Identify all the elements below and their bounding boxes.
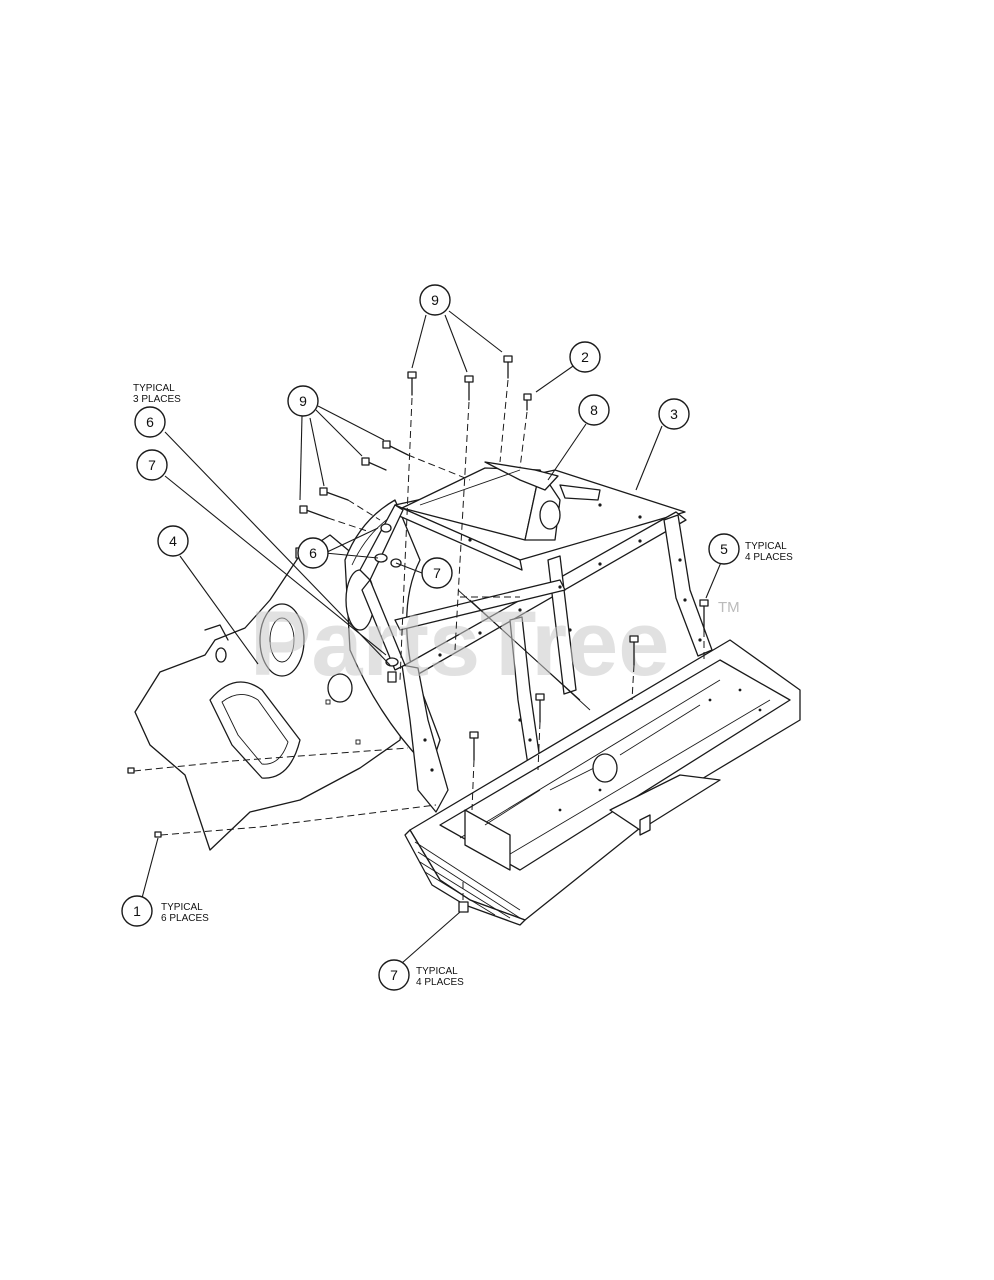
assembly-lines xyxy=(133,379,705,900)
callout-6-left: 6 xyxy=(134,406,166,438)
bolt xyxy=(629,635,639,666)
watermark-tm: TM xyxy=(718,599,740,616)
svg-text:9: 9 xyxy=(299,393,307,409)
note-6-line2: 3 PLACES xyxy=(133,394,181,405)
front-pan xyxy=(404,639,801,926)
note-7-line1: TYPICAL xyxy=(416,966,458,977)
note-6-line1: TYPICAL xyxy=(133,383,175,394)
bolt xyxy=(523,393,532,411)
svg-text:3: 3 xyxy=(670,406,678,422)
notes: TYPICAL 3 PLACES TYPICAL 4 PLACES TYPICA… xyxy=(133,383,793,988)
bolt xyxy=(503,355,513,379)
svg-text:6: 6 xyxy=(309,545,317,561)
callout-7-left: 7 xyxy=(136,449,168,481)
bolt xyxy=(299,505,329,519)
leader-lines xyxy=(141,310,723,964)
bolt xyxy=(382,440,409,456)
note-1-line1: TYPICAL xyxy=(161,902,203,913)
note-5-line2: 4 PLACES xyxy=(745,552,793,563)
bolt xyxy=(464,375,474,401)
bolt xyxy=(535,693,545,723)
watermark-text: PartsTree xyxy=(250,593,669,695)
bolt xyxy=(361,457,387,471)
callouts: 9 2 9 8 3 6 7 4 6 7 5 1 7 xyxy=(121,284,740,991)
fasteners xyxy=(127,355,709,913)
bolt xyxy=(319,487,349,501)
svg-text:8: 8 xyxy=(590,402,598,418)
callout-7-mid: 7 xyxy=(421,557,453,589)
svg-text:9: 9 xyxy=(431,292,439,308)
svg-text:6: 6 xyxy=(146,414,154,430)
note-5-line1: TYPICAL xyxy=(745,541,787,552)
callout-6-mid: 6 xyxy=(297,537,329,569)
callout-2: 2 xyxy=(569,341,601,373)
svg-text:7: 7 xyxy=(390,967,398,983)
side-panel-part-4 xyxy=(134,534,406,851)
rear-bracket-part-8 xyxy=(401,461,601,541)
svg-text:7: 7 xyxy=(433,565,441,581)
bolt xyxy=(407,371,417,396)
callout-9-left: 9 xyxy=(287,385,319,417)
svg-text:5: 5 xyxy=(720,541,728,557)
note-1-line2: 6 PLACES xyxy=(161,913,209,924)
callout-3: 3 xyxy=(658,398,690,430)
svg-text:1: 1 xyxy=(133,903,141,919)
bolt xyxy=(469,731,479,761)
partstree-watermark: PartsTree TM xyxy=(250,593,740,695)
callout-9-top: 9 xyxy=(419,284,451,316)
callout-4: 4 xyxy=(157,525,189,557)
callout-7-bottom: 7 xyxy=(378,959,410,991)
bolt xyxy=(699,599,709,631)
callout-5: 5 xyxy=(708,533,740,565)
svg-text:2: 2 xyxy=(581,349,589,365)
svg-text:7: 7 xyxy=(148,457,156,473)
callout-8: 8 xyxy=(578,394,610,426)
callout-1: 1 xyxy=(121,895,153,927)
note-7-line2: 4 PLACES xyxy=(416,977,464,988)
svg-text:4: 4 xyxy=(169,533,177,549)
